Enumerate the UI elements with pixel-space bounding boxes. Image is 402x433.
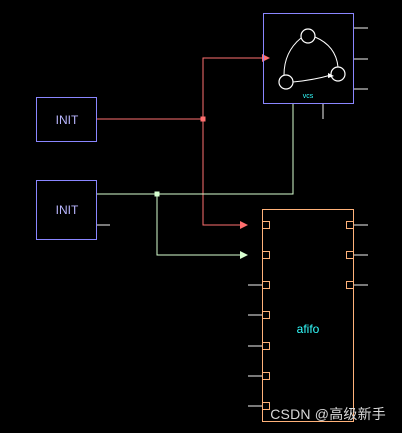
fsm-transition-right-top <box>314 36 339 68</box>
fifo-port-left-7 <box>262 402 270 410</box>
red-wire-to-fsm <box>202 57 266 119</box>
red-arrow-fifo <box>240 221 248 229</box>
green-arrow-fifo <box>240 251 248 259</box>
fifo-right-pins <box>354 224 368 286</box>
fifo-left-ports <box>262 221 270 410</box>
fsm-block[interactable]: vcs <box>263 13 369 120</box>
green-wire-to-fsm <box>157 104 294 195</box>
fifo-right-ports <box>346 221 354 289</box>
fifo-port-right-3 <box>346 281 354 289</box>
fifo-port-left-3 <box>262 281 270 289</box>
fifo-block-label: afifo <box>297 322 320 336</box>
init-block-top-outline <box>36 97 97 142</box>
fifo-port-left-5 <box>262 342 270 350</box>
init-block-top-label: INIT <box>56 113 79 127</box>
red-junction-dot <box>200 116 206 122</box>
fsm-block-outline <box>263 13 354 104</box>
init-block-bottom-outline <box>36 180 97 240</box>
fifo-block-outline <box>262 209 354 422</box>
green-net[interactable] <box>97 104 294 259</box>
red-wire-to-fifo <box>202 119 244 226</box>
fsm-state-graph-icon <box>278 28 346 90</box>
green-wire-to-fifo <box>156 194 244 256</box>
init-block-bottom-label: INIT <box>56 203 79 217</box>
fifo-port-left-4 <box>262 311 270 319</box>
fsm-state-top <box>300 28 316 44</box>
fsm-block-label: vcs <box>303 93 314 100</box>
fsm-transition-left-right <box>292 74 332 83</box>
fsm-transition-arrowhead <box>328 73 334 78</box>
fsm-state-left <box>278 74 294 90</box>
watermark-text: CSDN @高级新手 <box>270 406 386 422</box>
fifo-block[interactable]: afifo <box>248 209 368 422</box>
red-net[interactable] <box>97 54 270 229</box>
fsm-state-right <box>330 66 346 82</box>
init-block-bottom[interactable]: INIT <box>36 180 111 240</box>
fifo-port-left-1 <box>262 221 270 229</box>
green-junction-dot <box>154 191 160 197</box>
fsm-transition-top-left <box>283 37 302 76</box>
fifo-port-left-2 <box>262 251 270 259</box>
fifo-port-right-1 <box>346 221 354 229</box>
init-block-top[interactable]: INIT <box>36 97 97 142</box>
fifo-port-right-2 <box>346 251 354 259</box>
fifo-left-pins <box>248 284 262 407</box>
fifo-port-left-6 <box>262 372 270 380</box>
